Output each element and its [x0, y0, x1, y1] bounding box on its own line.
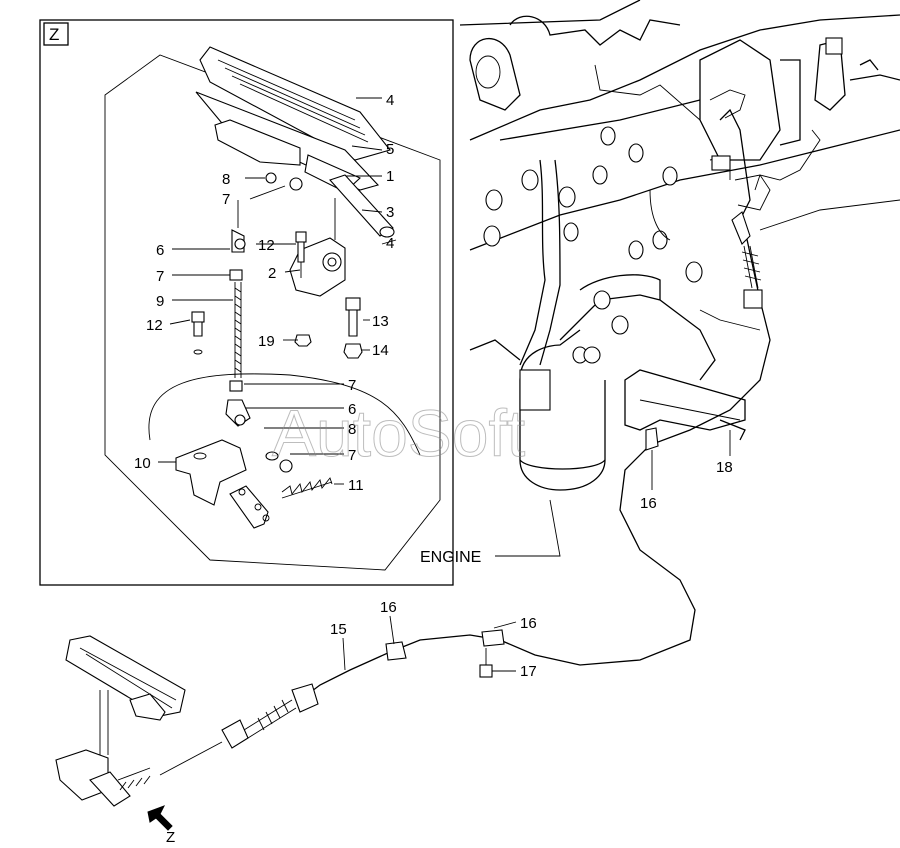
callout-6: 6 [156, 242, 164, 259]
callout-16: 16 [640, 495, 657, 512]
engine-illustration [459, 0, 900, 491]
callout-16: 16 [520, 615, 537, 632]
callout-16: 16 [380, 599, 397, 616]
callout-8: 8 [222, 171, 230, 188]
callout-8: 8 [348, 421, 356, 438]
view-label: Z [49, 25, 59, 44]
callout-18: 18 [716, 459, 733, 476]
pedal-small [55, 635, 186, 807]
injector-bosses [483, 126, 703, 283]
adjust-rod [225, 200, 251, 427]
bolt-12-upper [295, 231, 307, 278]
callout-4: 4 [386, 235, 394, 252]
callout-17: 17 [520, 663, 537, 680]
callout-6: 6 [348, 401, 356, 418]
callout-7: 7 [156, 268, 164, 285]
nut-14 [343, 343, 363, 359]
base-bracket [148, 373, 421, 529]
detail-frame [39, 19, 454, 586]
callout-1: 1 [386, 168, 394, 185]
nut-19 [294, 334, 312, 347]
leader-lines-main [342, 430, 731, 672]
detail-view-panel: Z [39, 19, 454, 586]
pedal-assembly [195, 46, 395, 238]
washer-8-lower [265, 451, 293, 473]
callout-14: 14 [372, 342, 389, 359]
view-label-box [43, 22, 69, 46]
callout-7: 7 [348, 447, 356, 464]
view-arrow-label: Z [166, 829, 175, 846]
bolt-12-lower [191, 311, 205, 355]
callout-2: 2 [268, 265, 276, 282]
cable-clamps [385, 427, 659, 661]
callout-7: 7 [348, 377, 356, 394]
callout-7: 7 [222, 191, 230, 208]
callout-3: 3 [386, 204, 394, 221]
throttle-cable [159, 211, 771, 776]
engine-label: ENGINE [420, 549, 481, 566]
callout-19: 19 [258, 333, 275, 350]
callout-4: 4 [386, 92, 394, 109]
view-arrow: Z [147, 805, 175, 846]
callout-12: 12 [146, 317, 163, 334]
callout-15: 15 [330, 621, 347, 638]
callout-10: 10 [134, 455, 151, 472]
callout-12: 12 [258, 237, 275, 254]
callout-9: 9 [156, 293, 164, 310]
return-spring [281, 477, 333, 499]
bolt-13 [345, 297, 361, 337]
nuts-7-upper [265, 172, 303, 191]
watermark: AutoSoft [272, 396, 525, 470]
callout-5: 5 [386, 141, 394, 158]
bolt-17 [479, 648, 493, 678]
callout-13: 13 [372, 313, 389, 330]
callout-11: 11 [348, 477, 364, 494]
leader-lines-detail [158, 97, 397, 485]
